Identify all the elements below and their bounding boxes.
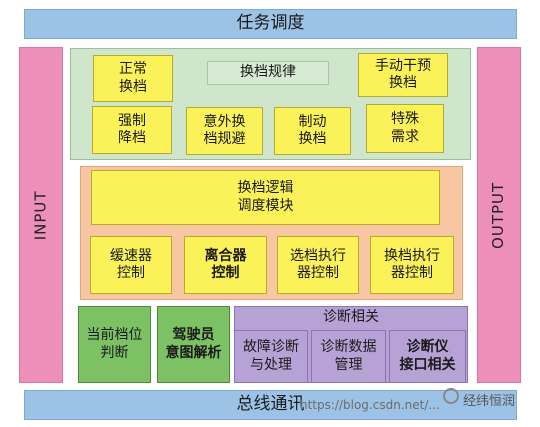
bus-communication-label: 总线通讯 [236, 394, 305, 415]
watermark-url: https://blog.csdn.net/... [300, 398, 440, 412]
task-scheduling-label: 任务调度 [236, 13, 305, 34]
bus-communication-bar: 总线通讯 [24, 390, 517, 420]
input-label: INPUT [31, 190, 50, 240]
watermark-brand: 经纬恒润 [463, 394, 516, 409]
manual-shift-box: 手动干预 换档 [358, 53, 448, 97]
output-label: OUTPUT [489, 181, 508, 249]
gear-selector-control-box: 选档执行 器控制 [277, 236, 359, 294]
normal-shift-box: 正常 换档 [93, 55, 173, 102]
shift-rule-title: 换档规律 [207, 61, 329, 85]
special-demand-box: 特殊 需求 [366, 104, 444, 153]
fault-diagnosis-box: 故障诊断 与处理 [234, 330, 308, 383]
retarder-control-box: 缓速器 控制 [90, 236, 172, 294]
task-scheduling-bar: 任务调度 [24, 9, 517, 39]
watermark-logo-icon [443, 388, 459, 404]
gear-shifter-control-box: 换档执行 器控制 [370, 236, 454, 294]
forced-downshift-box: 强制 降档 [92, 106, 172, 154]
accident-avoid-box: 意外换 档规避 [186, 107, 263, 155]
output-bar: OUTPUT [477, 47, 521, 383]
shift-logic-scheduler-box: 换档逻辑 调度模块 [91, 170, 440, 225]
input-bar: INPUT [19, 47, 63, 383]
diagnosis-data-box: 诊断数据 管理 [311, 330, 386, 383]
current-gear-box: 当前档位 判断 [78, 306, 151, 383]
diagnosis-title: 诊断相关 [323, 309, 379, 326]
brake-shift-box: 制动 换档 [274, 107, 351, 155]
clutch-control-box: 离合器 控制 [184, 236, 267, 294]
driver-intent-box: 驾驶员 意图解析 [157, 306, 230, 383]
diagnostic-interface-box: 诊断仪 接口相关 [389, 330, 466, 383]
